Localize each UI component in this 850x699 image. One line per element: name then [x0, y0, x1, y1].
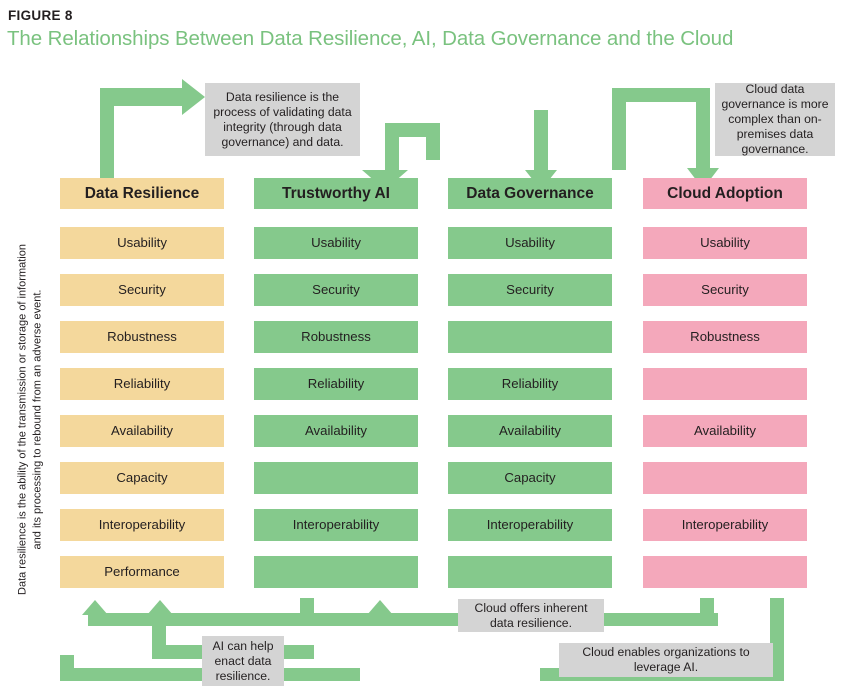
cell	[643, 556, 807, 588]
column-trustworthy-ai: Trustworthy AI Usability Security Robust…	[254, 178, 418, 588]
figure-label: FIGURE 8	[8, 8, 73, 23]
cell: Capacity	[448, 462, 612, 494]
note-top-right: Cloud data governance is more complex th…	[715, 82, 835, 156]
cell: Interoperability	[448, 509, 612, 541]
cell: Usability	[643, 227, 807, 259]
cell: Reliability	[448, 368, 612, 400]
cell: Reliability	[60, 368, 224, 400]
cell: Security	[254, 274, 418, 306]
column-data-governance: Data Governance Usability Security Relia…	[448, 178, 612, 588]
note-cloud-leverage-text: Cloud enables organizations to leverage …	[582, 645, 750, 674]
cell: Availability	[60, 415, 224, 447]
cell	[254, 556, 418, 588]
cell	[643, 462, 807, 494]
note-cloud-leverage: Cloud enables organizations to leverage …	[559, 643, 773, 677]
cell: Robustness	[60, 321, 224, 353]
arrow-resilience-to-note	[100, 79, 205, 180]
arrow-riser-ai	[300, 598, 314, 659]
cell: Usability	[60, 227, 224, 259]
cell: Usability	[448, 227, 612, 259]
cell: Interoperability	[643, 509, 807, 541]
cell	[643, 368, 807, 400]
arrow-bus-upper	[82, 598, 718, 626]
note-cloud-resilience: Cloud offers inherent data resilience.	[458, 599, 604, 632]
cell: Security	[60, 274, 224, 306]
arrow-into-cloud-adoption	[612, 88, 719, 189]
cell: Robustness	[643, 321, 807, 353]
column-cloud-adoption: Cloud Adoption Usability Security Robust…	[643, 178, 807, 588]
cell: Performance	[60, 556, 224, 588]
cell: Usability	[254, 227, 418, 259]
note-cloud-resilience-text: Cloud offers inherent data resilience.	[474, 600, 588, 630]
note-top-left-text: Data resilience is the process of valida…	[213, 89, 352, 149]
column-header: Data Governance	[448, 178, 612, 209]
column-header: Cloud Adoption	[643, 178, 807, 209]
note-ai-enact: AI can help enact data resilience.	[202, 636, 284, 686]
cell: Reliability	[254, 368, 418, 400]
cell: Interoperability	[60, 509, 224, 541]
cell: Availability	[254, 415, 418, 447]
side-caption: Data resilience is the ability of the tr…	[16, 244, 44, 595]
note-top-left: Data resilience is the process of valida…	[205, 83, 360, 156]
cell: Security	[643, 274, 807, 306]
figure-title: The Relationships Between Data Resilienc…	[7, 27, 734, 50]
cell: Security	[448, 274, 612, 306]
column-header: Trustworthy AI	[254, 178, 418, 209]
cell: Capacity	[60, 462, 224, 494]
cell: Robustness	[254, 321, 418, 353]
note-top-right-text: Cloud data governance is more complex th…	[721, 82, 829, 156]
cell	[254, 462, 418, 494]
note-ai-enact-text: AI can help enact data resilience.	[212, 638, 274, 683]
cell: Availability	[643, 415, 807, 447]
cell: Availability	[448, 415, 612, 447]
column-data-resilience: Data Resilience Usability Security Robus…	[60, 178, 224, 588]
cell: Interoperability	[254, 509, 418, 541]
cell	[448, 556, 612, 588]
column-header: Data Resilience	[60, 178, 224, 209]
cell	[448, 321, 612, 353]
